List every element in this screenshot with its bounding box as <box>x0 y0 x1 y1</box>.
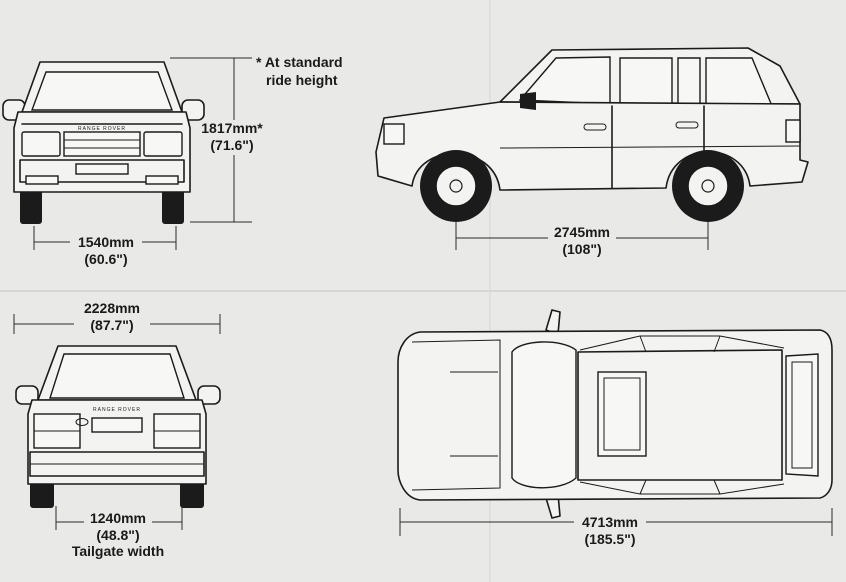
tailgate-width-caption: Tailgate width <box>71 543 165 559</box>
top-mirror-upper <box>545 309 561 335</box>
length-mm-label: 4713mm <box>581 514 639 530</box>
height-mm-label: 1817mm* <box>201 120 263 136</box>
side-rear-wheel-hub <box>687 165 729 207</box>
front-right-foglight <box>145 175 179 185</box>
front-track-mm-label: 1540mm <box>77 234 135 250</box>
side-taillamp <box>785 119 801 143</box>
side-front-wheel-center <box>449 179 463 193</box>
width-mm-label: 2228mm <box>83 300 141 316</box>
top-windscreen <box>511 341 577 489</box>
rear-door-handle <box>675 121 699 129</box>
front-view: RANGE ROVER <box>2 57 252 250</box>
side-body-crease <box>499 145 801 149</box>
front-door-handle <box>583 123 607 131</box>
front-left-foglight <box>25 175 59 185</box>
top-pillar <box>639 479 647 495</box>
front-right-headlight <box>143 131 183 157</box>
height-in-label: (71.6") <box>210 137 254 153</box>
length-in-label: (185.5") <box>584 531 636 547</box>
tailgate-mm-label: 1240mm <box>89 510 147 526</box>
front-track-in-label: (60.6") <box>84 251 128 267</box>
top-rear-window-inner <box>791 361 813 469</box>
ride-height-note-line1: * At standard <box>256 54 343 70</box>
side-front-door-window <box>619 57 673 107</box>
front-number-plate <box>75 163 129 175</box>
front-windscreen <box>30 71 174 111</box>
rear-tailgate-badge: RANGE ROVER <box>93 407 141 413</box>
rear-view: RANGE ROVER <box>13 314 221 530</box>
rear-oval-badge <box>75 418 89 426</box>
top-pillar <box>713 335 721 353</box>
top-pillar <box>713 479 721 495</box>
top-side-windows-lower <box>579 481 785 495</box>
top-pillar <box>639 335 647 353</box>
front-left-headlight <box>21 131 61 157</box>
wheelbase-mm-label: 2745mm <box>553 224 611 240</box>
front-left-tyre <box>20 188 42 224</box>
top-view <box>397 309 833 536</box>
top-sunroof-inner <box>603 377 641 451</box>
side-headlamp <box>383 123 405 145</box>
wheelbase-in-label: (108") <box>562 241 602 257</box>
side-view <box>375 47 809 250</box>
front-grille <box>63 131 141 157</box>
width-in-label: (87.7") <box>90 317 134 333</box>
front-grille-badge: RANGE ROVER <box>78 126 126 132</box>
rear-window <box>49 353 185 399</box>
side-body <box>375 101 809 191</box>
ride-height-note-line2: ride height <box>266 72 338 88</box>
side-mirror <box>520 92 536 110</box>
top-sunroof <box>597 371 647 457</box>
side-front-wheel-hub <box>435 165 477 207</box>
rear-right-mirror <box>197 385 221 405</box>
top-rear-window <box>785 353 819 477</box>
top-bonnet <box>411 339 501 491</box>
tailgate-in-label: (48.8") <box>96 527 140 543</box>
side-rear-quarter-pillar <box>677 57 701 107</box>
rear-number-plate <box>91 417 143 433</box>
side-rear-wheel-center <box>701 179 715 193</box>
front-right-tyre <box>162 188 184 224</box>
top-side-windows-upper <box>579 335 785 351</box>
